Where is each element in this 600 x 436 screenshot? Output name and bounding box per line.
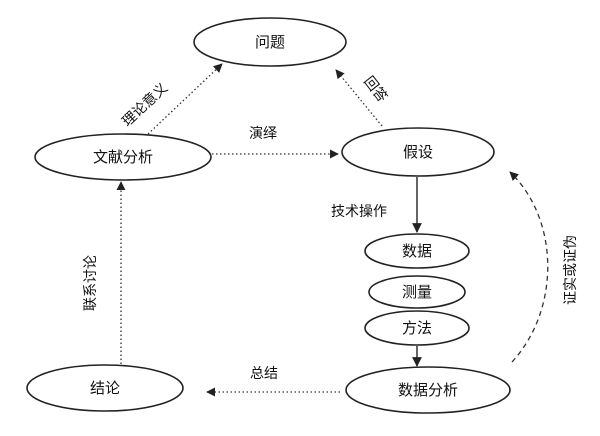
node-hypothesis: 假设 bbox=[341, 127, 495, 177]
node-data-analysis-label: 数据分析 bbox=[398, 381, 458, 399]
edge-label-link-discussion: 联系讨论 bbox=[83, 255, 99, 311]
node-literature: 文献分析 bbox=[34, 133, 212, 181]
node-hypothesis-label: 假设 bbox=[403, 143, 433, 161]
node-measurement-label: 测量 bbox=[402, 283, 432, 301]
edge-label-theory-meaning: 理论意义 bbox=[119, 79, 172, 130]
node-data-label: 数据 bbox=[402, 242, 432, 260]
node-data-analysis: 数据分析 bbox=[345, 366, 511, 414]
edge-label-answer: 回答 bbox=[360, 73, 391, 106]
node-conclusion: 结论 bbox=[26, 364, 184, 412]
node-method-label: 方法 bbox=[402, 319, 432, 337]
edge-hypothesis-to-problem bbox=[335, 69, 383, 127]
node-measurement: 测量 bbox=[368, 275, 466, 309]
edge-label-verify-or-falsify: 证实或证伪 bbox=[563, 235, 579, 305]
node-method: 方法 bbox=[364, 310, 470, 346]
edge-label-deduction: 演绎 bbox=[249, 126, 277, 142]
edge-literature-to-problem bbox=[147, 63, 223, 135]
node-conclusion-label: 结论 bbox=[90, 379, 120, 397]
edge-label-summary: 总结 bbox=[250, 366, 278, 382]
edge-label-technical-operation: 技术操作 bbox=[331, 204, 387, 220]
edge-data-analysis-to-hypothesis bbox=[509, 171, 549, 363]
node-problem-label: 问题 bbox=[255, 33, 285, 51]
node-problem: 问题 bbox=[193, 17, 347, 67]
node-data: 数据 bbox=[364, 233, 470, 269]
node-literature-label: 文献分析 bbox=[93, 148, 153, 166]
